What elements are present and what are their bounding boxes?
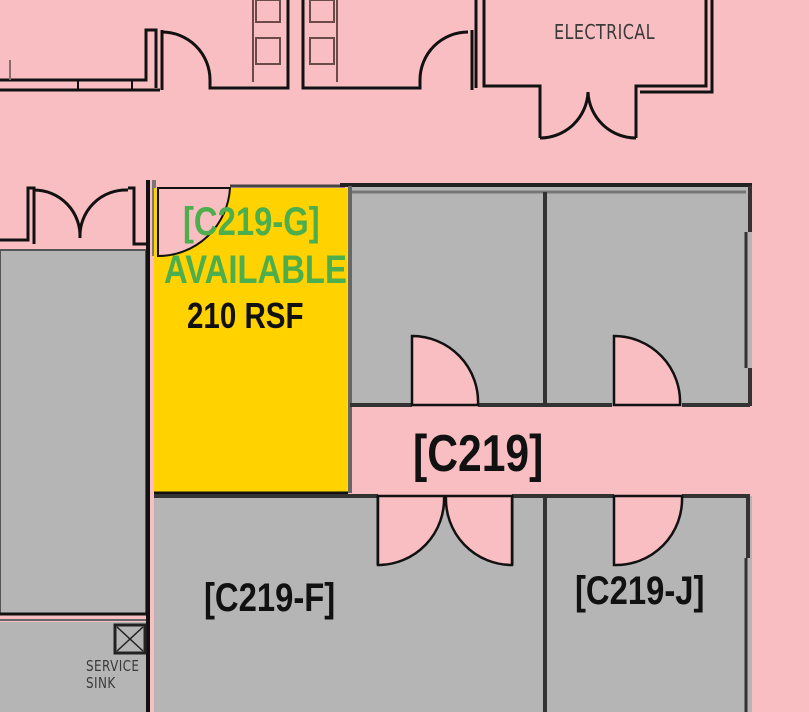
door-swing-c219-g bbox=[157, 187, 232, 258]
room-c219-label: [C219] bbox=[413, 425, 544, 483]
left-office bbox=[0, 249, 147, 615]
room-c219-g-area: 210 RSF bbox=[187, 295, 304, 336]
service-sink-icon bbox=[113, 623, 147, 655]
upper-offices bbox=[340, 183, 752, 493]
service-sink-room bbox=[0, 622, 146, 712]
top-stalls bbox=[252, 0, 338, 82]
room-c219-j-label: [C219-J] bbox=[575, 569, 705, 613]
electrical-room-label: ELECTRICAL bbox=[554, 20, 655, 44]
service-sink-label-line2: SINK bbox=[86, 674, 116, 692]
room-c219-g-status: AVAILABLE bbox=[164, 248, 347, 292]
service-sink-label-line1: SERVICE bbox=[86, 657, 140, 675]
top-walls bbox=[0, 0, 478, 92]
room-c219-f-label: [C219-F] bbox=[204, 576, 336, 620]
room-c219-g-id: [C219-G] bbox=[183, 200, 320, 244]
electrical-room-walls bbox=[482, 0, 714, 140]
lower-offices bbox=[154, 494, 752, 712]
